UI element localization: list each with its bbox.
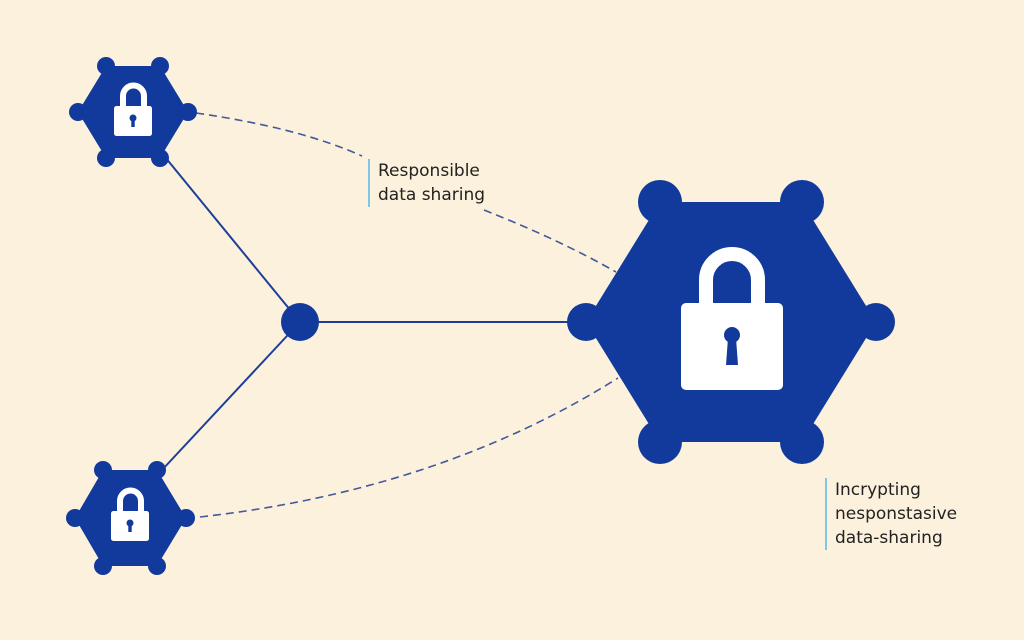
lock-node-top: [69, 57, 197, 167]
callout-line-1: Incrypting: [835, 480, 921, 500]
padlock-icon: [681, 247, 783, 390]
callout-bar: [825, 478, 827, 550]
lock-node-bottom: [66, 461, 195, 575]
padlock-icon: [114, 82, 152, 136]
callout-line-1: Responsible: [378, 161, 480, 181]
callout-line-2: nesponstasive: [835, 504, 958, 524]
link-bottom-to-hub: [161, 321, 301, 471]
callout-line-3: data-sharing: [835, 528, 943, 548]
hub-node: [281, 303, 319, 341]
callout-line-2: data sharing: [378, 185, 486, 205]
dashed-link-callout-to-main: [483, 209, 617, 273]
dashed-link-top-to-callout: [195, 112, 363, 157]
padlock-icon: [111, 487, 149, 541]
link-top-to-hub: [164, 156, 301, 323]
callout-bar: [368, 159, 370, 207]
lock-node-main: [567, 180, 895, 464]
callout-responsible-data-sharing: Responsible data sharing: [368, 159, 485, 207]
callout-encrypting-data-sharing: Incrypting nesponstasive data-sharing: [825, 478, 957, 550]
